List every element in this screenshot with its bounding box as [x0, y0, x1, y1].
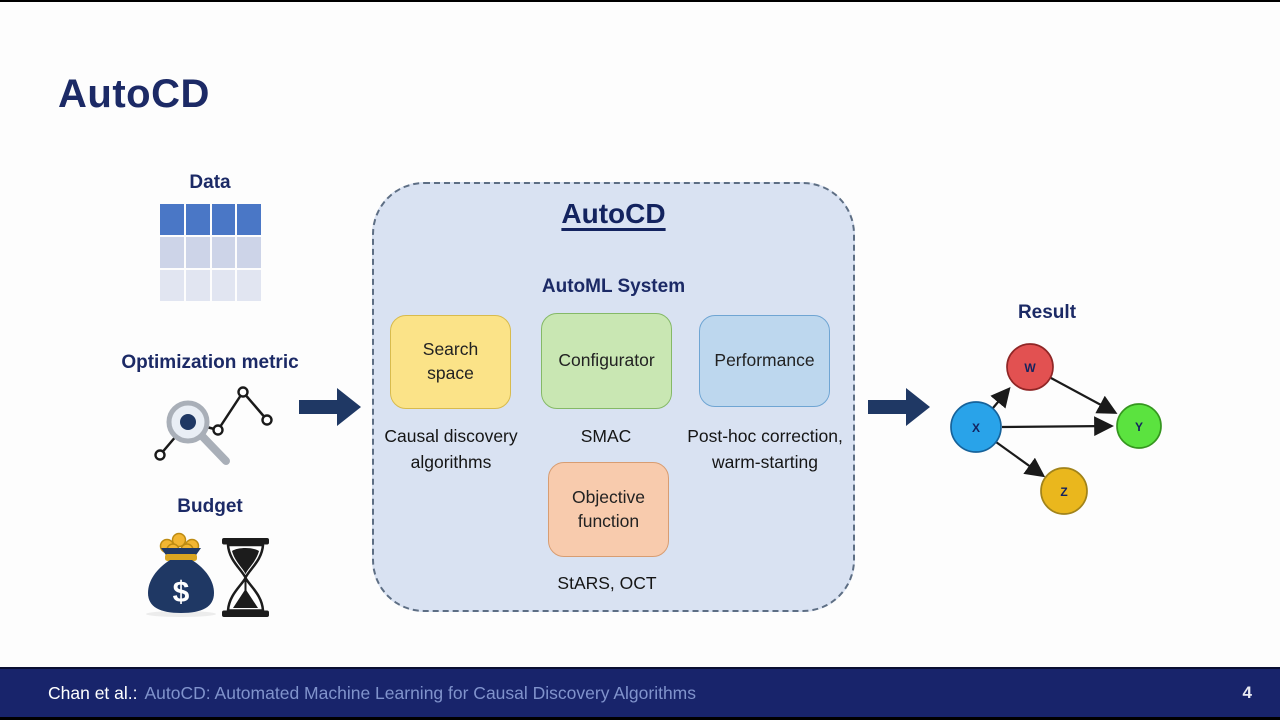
- component-configurator: Configurator: [541, 313, 672, 409]
- edge-x-w: [990, 386, 1011, 409]
- footer-citation: Chan et al.: AutoCD: Automated Machine Le…: [48, 683, 696, 704]
- causal-graph: W X Y Z: [950, 343, 1162, 515]
- dollar-symbol: $: [173, 576, 190, 609]
- budget-label: Budget: [177, 496, 243, 517]
- result-label: Result: [1017, 302, 1077, 323]
- page-number: 4: [1242, 683, 1252, 702]
- top-letterbox-edge: [0, 0, 1280, 2]
- component-objective-function: Objective function: [548, 462, 669, 557]
- system-title: AutoCD: [561, 198, 666, 229]
- component-label: Performance: [714, 350, 815, 371]
- caption-performance: Post-hoc correction, warm-starting: [687, 426, 843, 473]
- data-label: Data: [189, 172, 231, 193]
- edge-x-y: [1001, 416, 1114, 437]
- node-y-label: Y: [1135, 420, 1143, 434]
- system-subtitle: AutoML System: [541, 276, 686, 297]
- caption-configurator: SMAC: [580, 426, 632, 446]
- node-y: [1116, 403, 1162, 449]
- table-icon: [160, 204, 261, 301]
- graph-edges: [990, 377, 1118, 478]
- node-x: [950, 401, 1002, 453]
- budget-icons: $: [146, 532, 269, 617]
- node-x-label: X: [972, 421, 980, 435]
- component-label: Objective function: [572, 486, 645, 531]
- node-z: [1040, 467, 1088, 515]
- caption-search-space: Causal discovery algorithms: [384, 426, 518, 473]
- edge-w-y: [1050, 377, 1118, 414]
- component-search-space: Search space: [390, 315, 511, 409]
- node-w-label: W: [1024, 361, 1036, 375]
- component-label: Configurator: [558, 350, 655, 371]
- page-title: AutoCD: [58, 72, 210, 116]
- edge-x-z: [995, 441, 1046, 478]
- flow-arrow-icon: [299, 388, 361, 426]
- flow-arrow-icon: [868, 388, 930, 426]
- component-performance: Performance: [699, 315, 830, 407]
- optimization-metric-label: Optimization metric: [121, 352, 299, 373]
- node-z-label: Z: [1060, 485, 1067, 499]
- component-label: Search space: [422, 339, 479, 383]
- footer-paper-title: AutoCD: Automated Machine Learning for C…: [144, 682, 697, 703]
- footer-bar: Chan et al.: AutoCD: Automated Machine Le…: [0, 667, 1280, 717]
- bottom-letterbox-edge: [0, 717, 1280, 720]
- magnifier-chart-icon: [154, 386, 273, 465]
- hourglass-icon: [222, 538, 269, 617]
- node-w: [1006, 343, 1054, 391]
- caption-objective-function: StARS, OCT: [557, 573, 657, 593]
- footer-authors: Chan et al.:: [48, 682, 138, 703]
- money-bag-icon: $: [146, 532, 216, 617]
